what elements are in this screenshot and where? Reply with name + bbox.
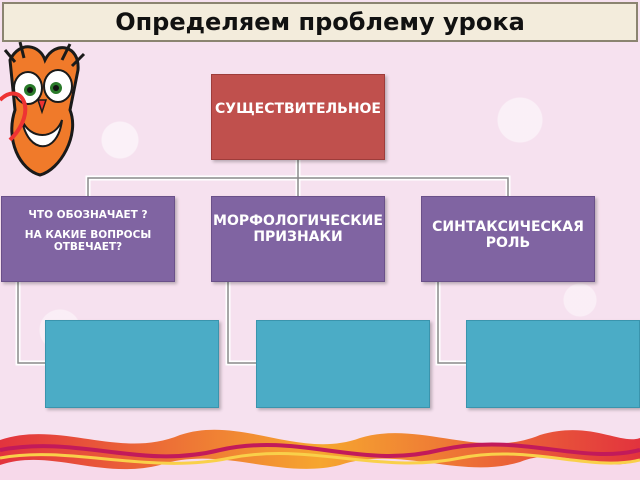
- node-label-line1: ЧТО ОБОЗНАЧАЕТ ?: [28, 209, 148, 221]
- answer-box: [256, 320, 430, 408]
- slide-title: Определяем проблему урока: [2, 2, 638, 42]
- node-label-line2: НА КАКИЕ ВОПРОСЫ ОТВЕЧАЕТ?: [24, 229, 152, 253]
- cartoon-owl-icon: [0, 41, 86, 177]
- answer-box: [466, 320, 640, 408]
- root-label: СУЩЕСТВИТЕЛЬНОЕ: [215, 101, 381, 117]
- answer-box: [45, 320, 219, 408]
- diagram-node-meaning: ЧТО ОБОЗНАЧАЕТ ? НА КАКИЕ ВОПРОСЫ ОТВЕЧА…: [1, 196, 175, 282]
- diagram-node-morphology: МОРФОЛОГИЧЕСКИЕ ПРИЗНАКИ: [211, 196, 385, 282]
- diagram-root-node: СУЩЕСТВИТЕЛЬНОЕ: [211, 74, 385, 160]
- node-label: СИНТАКСИЧЕСКАЯ РОЛЬ: [432, 219, 584, 251]
- ribbon-decoration: [0, 429, 640, 480]
- diagram-node-syntax: СИНТАКСИЧЕСКАЯ РОЛЬ: [421, 196, 595, 282]
- node-label: МОРФОЛОГИЧЕСКИЕ ПРИЗНАКИ: [213, 213, 383, 245]
